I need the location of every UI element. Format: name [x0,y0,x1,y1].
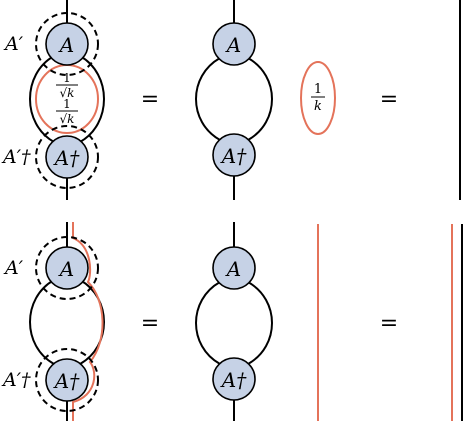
top-left-outer-top-label: A′ [3,33,24,55]
bottom-left-arc-left [29,279,55,365]
bottom-left-network: A A† A′ A′† [1,222,105,421]
top-left-outer-bottom-label: A′† [1,146,31,168]
bottom-left-node-a [45,246,89,290]
top-middle-node-a-label: A [225,33,241,57]
bottom-left-node-a-dagger [45,358,89,402]
bottom-equals-2: = [380,311,398,336]
top-equals-2: = [380,87,398,112]
top-left-node-a [45,22,89,66]
bottom-middle-arc-left [195,281,221,365]
bottom-middle-network: A A† [195,222,273,421]
top-middle-network: A A† [195,0,273,200]
bottom-equals-1: = [141,311,159,336]
top-left-arc-left [29,55,55,143]
top-middle-arc-left [195,57,221,141]
top-middle-node-a [212,22,256,66]
top-factor-num: 1 [314,82,322,97]
top-factor-loop [300,61,336,135]
top-left-node-a-label: A [58,33,74,57]
bottom-left-outer-top-label: A′ [3,257,24,279]
top-left-node-a-dagger [45,135,89,179]
bottom-left-outer-bottom-label: A′† [1,369,31,391]
bottom-left-accent-strand [72,222,104,421]
bottom-left-dashed-top [35,236,99,300]
bottom-left-dashed-bottom [35,348,99,412]
top-left-arc-right [79,55,105,143]
bottom-left-node-a-label: A [58,257,74,281]
top-left-fraction-2-num: 1 [63,97,71,111]
bottom-left-node-a-dagger-label: A† [53,369,80,393]
top-equals-1: = [141,87,159,112]
top-left-network: A A† A′ A′† 1 √k 1 √k [1,0,105,200]
top-factor: 1 k [300,61,336,135]
top-middle-node-a-dagger-label: A† [220,144,247,168]
bottom-row: A A† A′ A′† = A A† = [1,222,463,421]
top-middle-arc-right [247,57,273,141]
bottom-middle-node-a-dagger-label: A† [220,368,247,392]
top-left-dashed-bottom [35,125,99,189]
top-left-node-a-dagger-label: A† [53,146,80,170]
top-row: A A† A′ A′† 1 √k 1 √k = A A† 1 [1,0,461,200]
bottom-middle-node-a [212,246,256,290]
bottom-middle-node-a-dagger [212,357,256,401]
top-left-fraction-1-num: 1 [63,71,71,85]
top-left-fraction-1-den: √k [60,86,75,100]
bottom-left-arc-right [79,279,105,365]
top-middle-node-a-dagger [212,133,256,177]
bottom-middle-arc-right [247,281,273,365]
top-left-dashed-top [35,12,99,76]
bottom-middle-node-a-label: A [225,257,241,281]
top-left-fraction-2-den: √k [60,112,75,126]
top-factor-den: k [314,99,322,114]
